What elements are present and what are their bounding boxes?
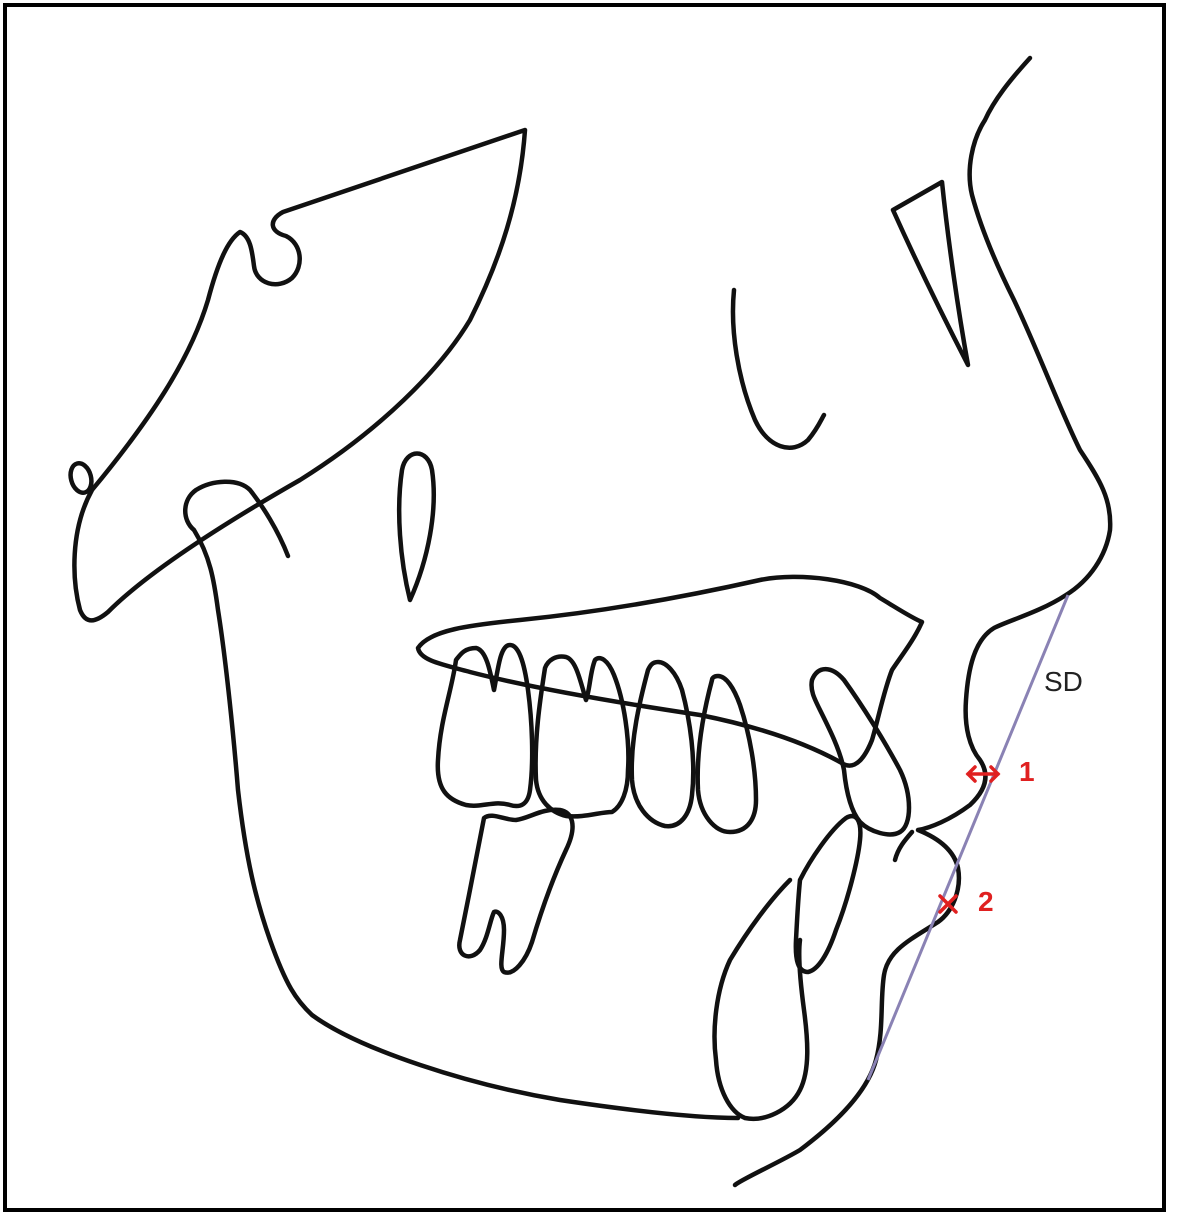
- mandibular-symphysis-front: [895, 832, 912, 860]
- sd-reference-line: [868, 595, 1068, 1080]
- upper-teeth: [438, 645, 909, 834]
- upper-incisor: [811, 669, 909, 834]
- lower-incisor: [796, 816, 861, 972]
- upper-premolar-2: [698, 676, 756, 832]
- point-2-label: 2: [978, 888, 994, 916]
- mandible-outline: [185, 482, 738, 1118]
- cranial-base-outline: [74, 130, 525, 620]
- lower-molar: [459, 810, 572, 973]
- upper-molar-2: [536, 657, 629, 817]
- upper-premolar-1: [632, 662, 694, 826]
- symphysis-outline: [715, 880, 808, 1119]
- sd-line-label: SD: [1044, 668, 1083, 696]
- lower-teeth: [459, 810, 860, 1119]
- nasal-bone: [893, 182, 968, 365]
- point-1-label: 1: [1019, 758, 1035, 786]
- ptm-fissure: [399, 454, 434, 601]
- porion-ellipse: [67, 461, 94, 495]
- orbit-curve: [733, 290, 824, 448]
